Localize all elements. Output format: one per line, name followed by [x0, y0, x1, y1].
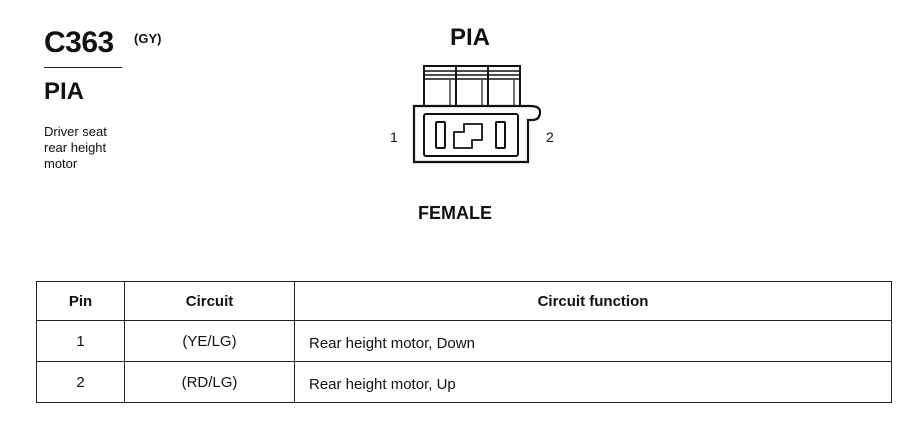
connector-face-drawing [412, 65, 542, 164]
connector-id: C363 [44, 26, 114, 59]
header-circuit-function: Circuit function [294, 281, 892, 321]
cell-circuit: (YE/LG) [124, 320, 295, 362]
description-line: motor [44, 156, 78, 171]
polarization-key [453, 123, 483, 149]
wire-housing [423, 65, 521, 107]
header-pin: Pin [36, 281, 125, 321]
connector-gender-label: FEMALE [418, 203, 492, 223]
cell-circuit-function: Rear height motor, Up [294, 361, 892, 403]
connector-color-code: (GY) [134, 31, 162, 46]
connector-face [423, 113, 519, 157]
cell-pin: 2 [36, 361, 125, 403]
connector-body [412, 104, 542, 164]
table-row: 2 (RD/LG) Rear height motor, Up [36, 361, 892, 403]
cell-circuit: (RD/LG) [124, 361, 295, 403]
connector-name: PIA [44, 78, 85, 105]
table-row: 1 (YE/LG) Rear height motor, Down [36, 320, 892, 362]
pin-label-1: 1 [390, 129, 398, 145]
header-circuit: Circuit [124, 281, 295, 321]
diagram-title: PIA [450, 24, 491, 51]
cell-pin: 1 [36, 320, 125, 362]
table-header-row: Pin Circuit Circuit function [36, 281, 892, 321]
cell-circuit-function: Rear height motor, Down [294, 320, 892, 362]
header-divider [44, 67, 122, 68]
description-line: rear height [44, 140, 107, 155]
connector-description: Driver seat rear height motor [44, 124, 154, 172]
description-line: Driver seat [44, 124, 107, 139]
pin-cavity-1 [435, 121, 446, 149]
pinout-table: Pin Circuit Circuit function 1 (YE/LG) R… [36, 281, 892, 403]
pin-cavity-2 [495, 121, 506, 149]
pin-label-2: 2 [546, 129, 554, 145]
